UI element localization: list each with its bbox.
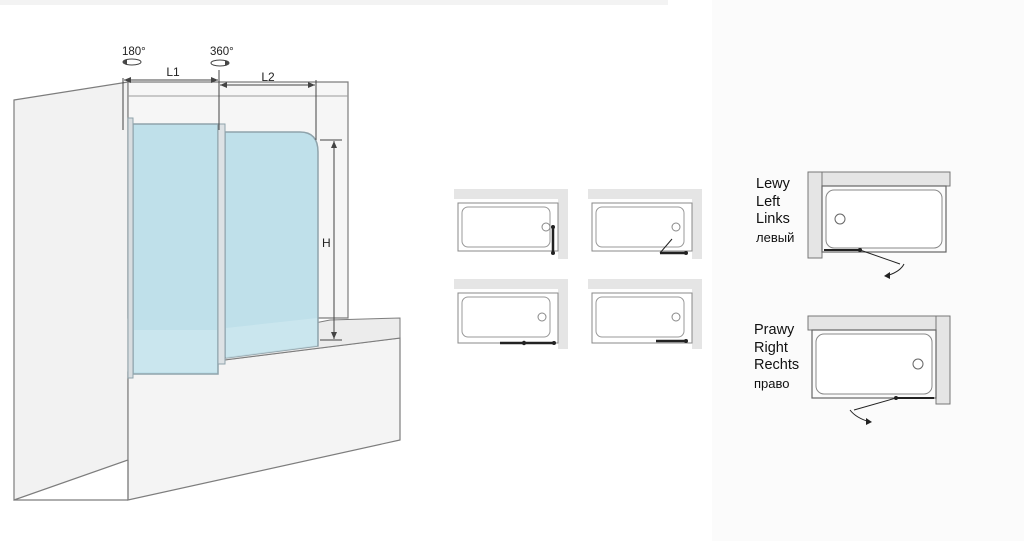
orientation-label-ru: право (754, 375, 790, 391)
top-band (0, 0, 668, 5)
layout-2 (588, 189, 702, 259)
orientation-diagram-right (807, 315, 951, 425)
orientation-label-en: Right (754, 339, 788, 356)
layout-1 (454, 189, 568, 259)
main-screen-diagram: L1 L2 180° 360° H (13, 46, 401, 501)
layout-3 (454, 279, 568, 349)
orientation-labels-right: Prawy Right Rechts право (754, 322, 799, 392)
wall-side (13, 81, 129, 501)
orientation-diagram-left (807, 171, 951, 279)
orientation-label-pl: Prawy (754, 322, 795, 338)
height-label: H (322, 236, 331, 250)
orientation-label-pl: Lewy (756, 176, 790, 192)
rotation-label-360: 360° (210, 46, 234, 58)
glass-panel-2 (224, 131, 319, 359)
width-label-l2: L2 (261, 70, 275, 84)
orientation-label-de: Rechts (754, 357, 800, 373)
orientation-label-ru: левый (756, 229, 795, 245)
orientation-label-de: Links (756, 211, 790, 227)
hinge-profile (217, 123, 226, 365)
small-layouts (454, 189, 702, 349)
width-label-l1: L1 (166, 65, 180, 79)
right-background (712, 0, 1024, 541)
wall-profile (127, 117, 134, 379)
rotation-label-180: 180° (122, 46, 146, 58)
layout-4 (588, 279, 702, 349)
orientation-label-en: Left (756, 193, 781, 210)
orientation-labels-left: Lewy Left Links левый (756, 176, 794, 246)
